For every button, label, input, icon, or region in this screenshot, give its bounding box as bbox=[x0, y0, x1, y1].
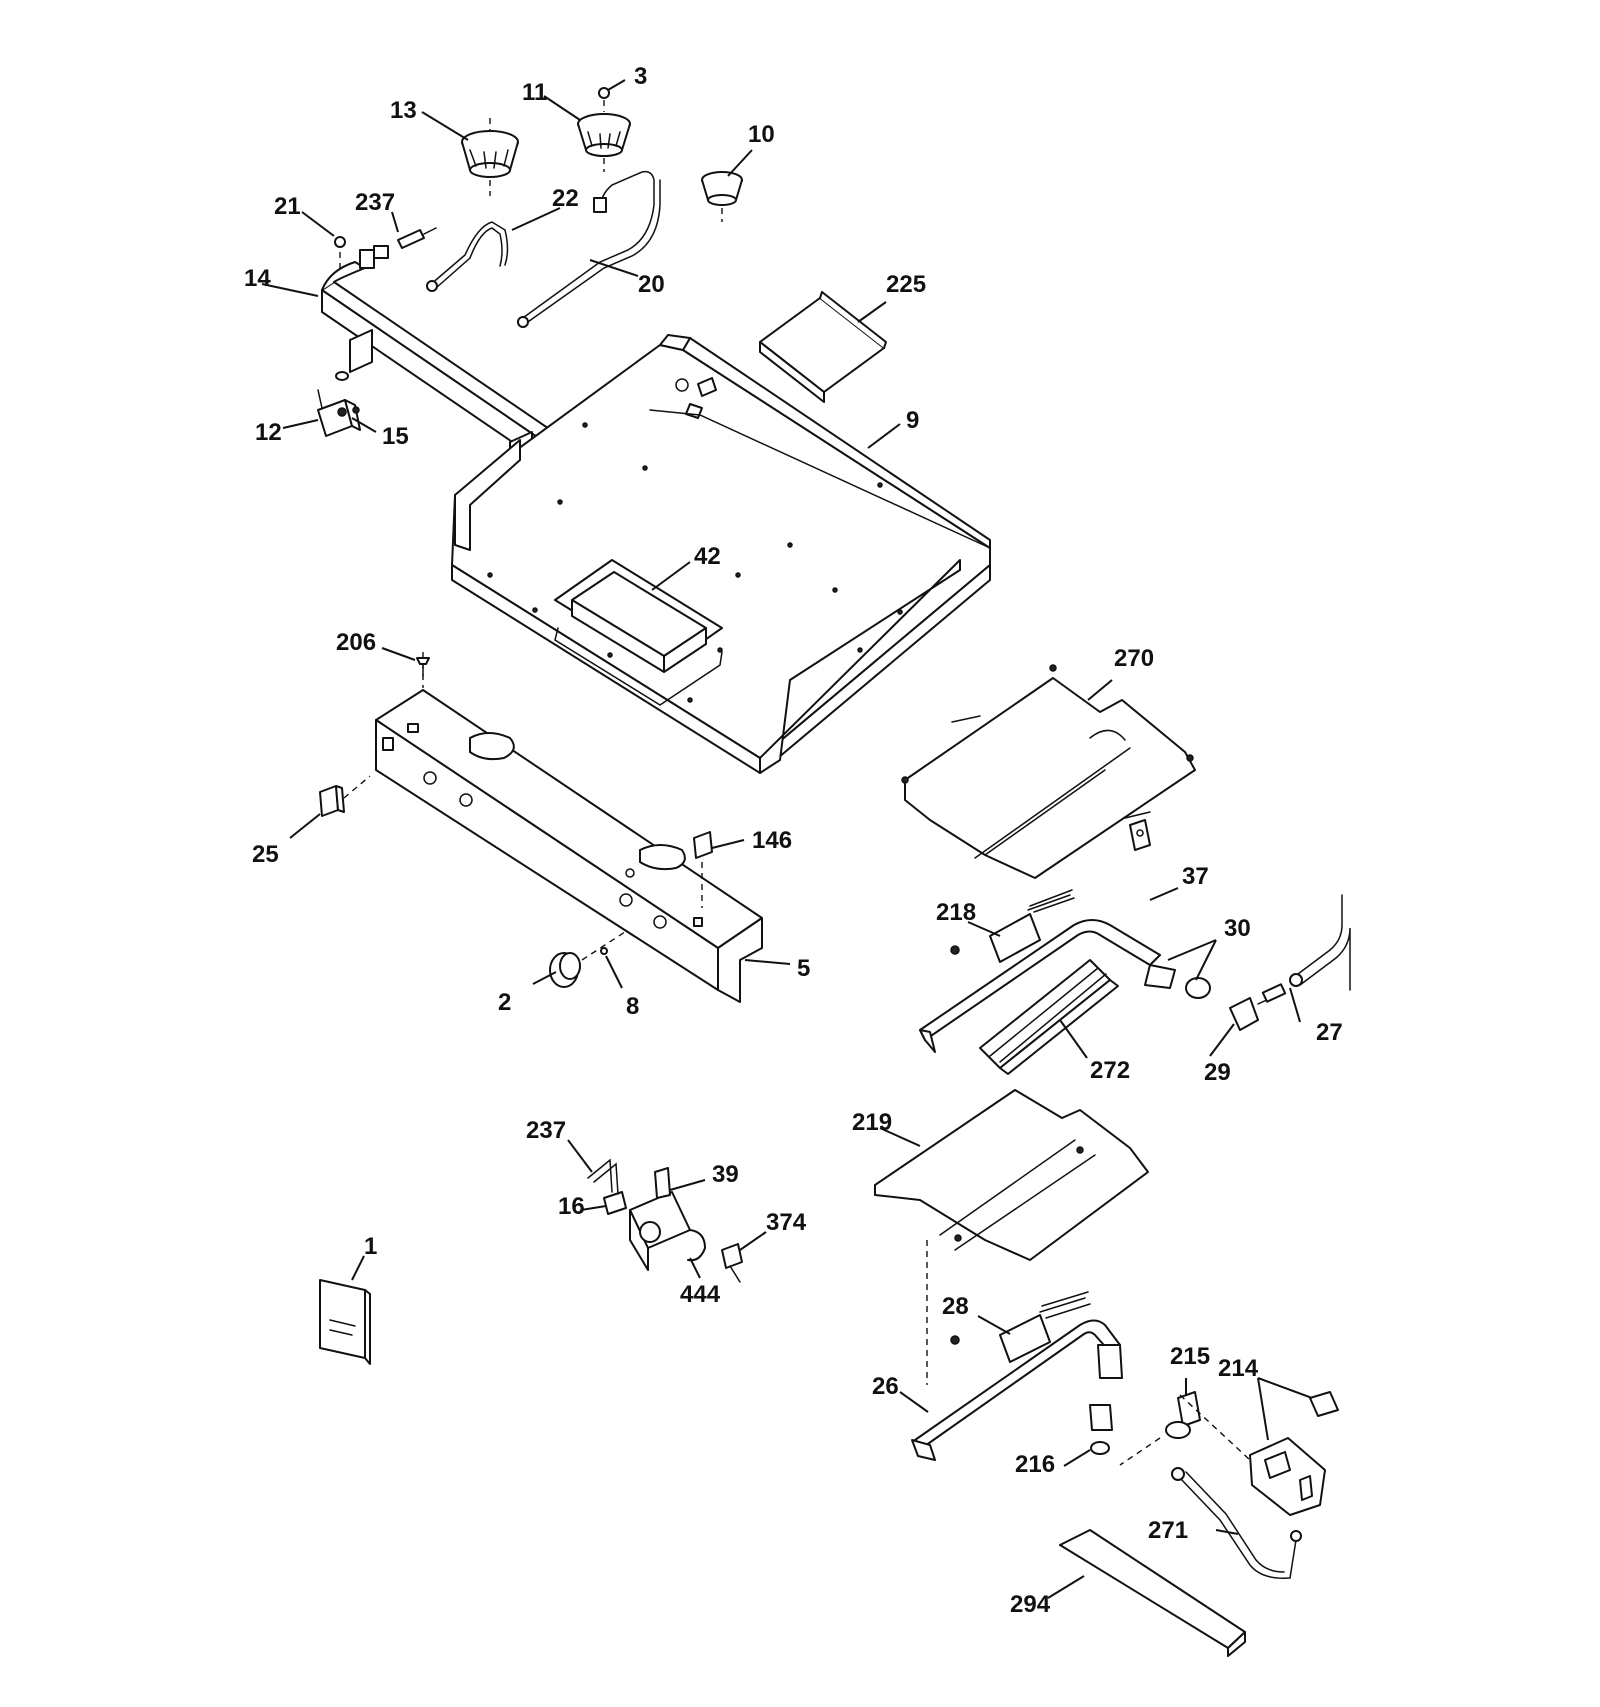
label-15: 15 bbox=[382, 423, 409, 450]
label-270: 270 bbox=[1114, 645, 1154, 672]
label-206: 206 bbox=[336, 629, 376, 656]
label-29: 29 bbox=[1204, 1059, 1231, 1086]
tube-20 bbox=[517, 170, 661, 328]
ignitor-28 bbox=[950, 1291, 1091, 1363]
oven-burner-30 bbox=[919, 819, 1211, 1053]
label-10: 10 bbox=[748, 121, 775, 148]
screw-21 bbox=[334, 236, 346, 268]
valve-39 bbox=[629, 1167, 706, 1271]
label-14: 14 bbox=[244, 265, 271, 292]
label-146: 146 bbox=[752, 827, 792, 854]
label-218: 218 bbox=[936, 899, 976, 926]
nipple-374 bbox=[721, 1243, 743, 1283]
label-12: 12 bbox=[255, 419, 282, 446]
baffle-270 bbox=[901, 664, 1196, 879]
clip-8 bbox=[600, 947, 608, 955]
label-30: 30 bbox=[1224, 915, 1251, 942]
part-labels: 13 11 3 10 21 237 22 20 14 12 15 225 9 4… bbox=[244, 63, 1343, 1618]
label-374: 374 bbox=[766, 1209, 807, 1236]
switch-25 bbox=[319, 775, 371, 817]
label-1: 1 bbox=[364, 1233, 377, 1260]
leader-lines bbox=[261, 79, 1313, 1599]
tube-22 bbox=[426, 221, 509, 292]
label-225: 225 bbox=[886, 271, 926, 298]
cooktop-pan-9 bbox=[451, 334, 991, 774]
tube-237-lower bbox=[587, 1158, 619, 1195]
label-214: 214 bbox=[1218, 1355, 1259, 1382]
label-294: 294 bbox=[1010, 1591, 1051, 1618]
label-237-top: 237 bbox=[355, 189, 395, 216]
label-28: 28 bbox=[942, 1293, 969, 1320]
label-22: 22 bbox=[552, 185, 579, 212]
label-13: 13 bbox=[390, 97, 417, 124]
label-26: 26 bbox=[872, 1373, 899, 1400]
spacer-216 bbox=[1089, 1404, 1113, 1455]
fitting-237 bbox=[397, 227, 437, 249]
manual-1 bbox=[319, 1279, 371, 1365]
label-21: 21 bbox=[274, 193, 301, 220]
valve-214 bbox=[1179, 1391, 1339, 1516]
knob-2 bbox=[549, 929, 629, 988]
burner-13 bbox=[461, 118, 519, 196]
label-5: 5 bbox=[797, 955, 810, 982]
label-27: 27 bbox=[1316, 1019, 1343, 1046]
tube-27 bbox=[1289, 894, 1351, 991]
label-37: 37 bbox=[1182, 863, 1209, 890]
label-271: 271 bbox=[1148, 1517, 1188, 1544]
broil-burner-26 bbox=[911, 1319, 1123, 1461]
elbow-16 bbox=[603, 1191, 627, 1215]
label-9: 9 bbox=[906, 407, 919, 434]
screw-206 bbox=[416, 657, 430, 677]
label-237-bottom: 237 bbox=[526, 1117, 566, 1144]
label-25: 25 bbox=[252, 841, 279, 868]
bracket-215 bbox=[1119, 1391, 1201, 1466]
label-20: 20 bbox=[638, 271, 665, 298]
ignitor-218 bbox=[950, 889, 1075, 963]
label-11: 11 bbox=[522, 79, 547, 106]
label-272: 272 bbox=[1090, 1057, 1130, 1084]
shield-272 bbox=[979, 959, 1119, 1075]
tube-271 bbox=[1171, 1467, 1302, 1579]
label-216: 216 bbox=[1015, 1451, 1055, 1478]
label-42: 42 bbox=[694, 543, 721, 570]
label-8: 8 bbox=[626, 993, 639, 1020]
plate-225 bbox=[759, 291, 887, 403]
grommet-plate-42 bbox=[554, 559, 723, 706]
label-444: 444 bbox=[680, 1281, 721, 1308]
burner-10 bbox=[701, 171, 743, 222]
bracket-294 bbox=[1059, 1529, 1246, 1657]
screw-3 bbox=[598, 87, 610, 99]
label-219: 219 bbox=[852, 1109, 892, 1136]
broiler-shield-219 bbox=[874, 1089, 1149, 1385]
label-39: 39 bbox=[712, 1161, 739, 1188]
burner-11 bbox=[577, 100, 631, 172]
label-16: 16 bbox=[558, 1193, 585, 1220]
orifice-29 bbox=[1229, 983, 1287, 1031]
label-2: 2 bbox=[498, 989, 511, 1016]
label-3: 3 bbox=[634, 63, 647, 90]
valve-12-15 bbox=[317, 371, 361, 437]
label-215: 215 bbox=[1170, 1343, 1210, 1370]
bracket-146 bbox=[693, 831, 713, 908]
